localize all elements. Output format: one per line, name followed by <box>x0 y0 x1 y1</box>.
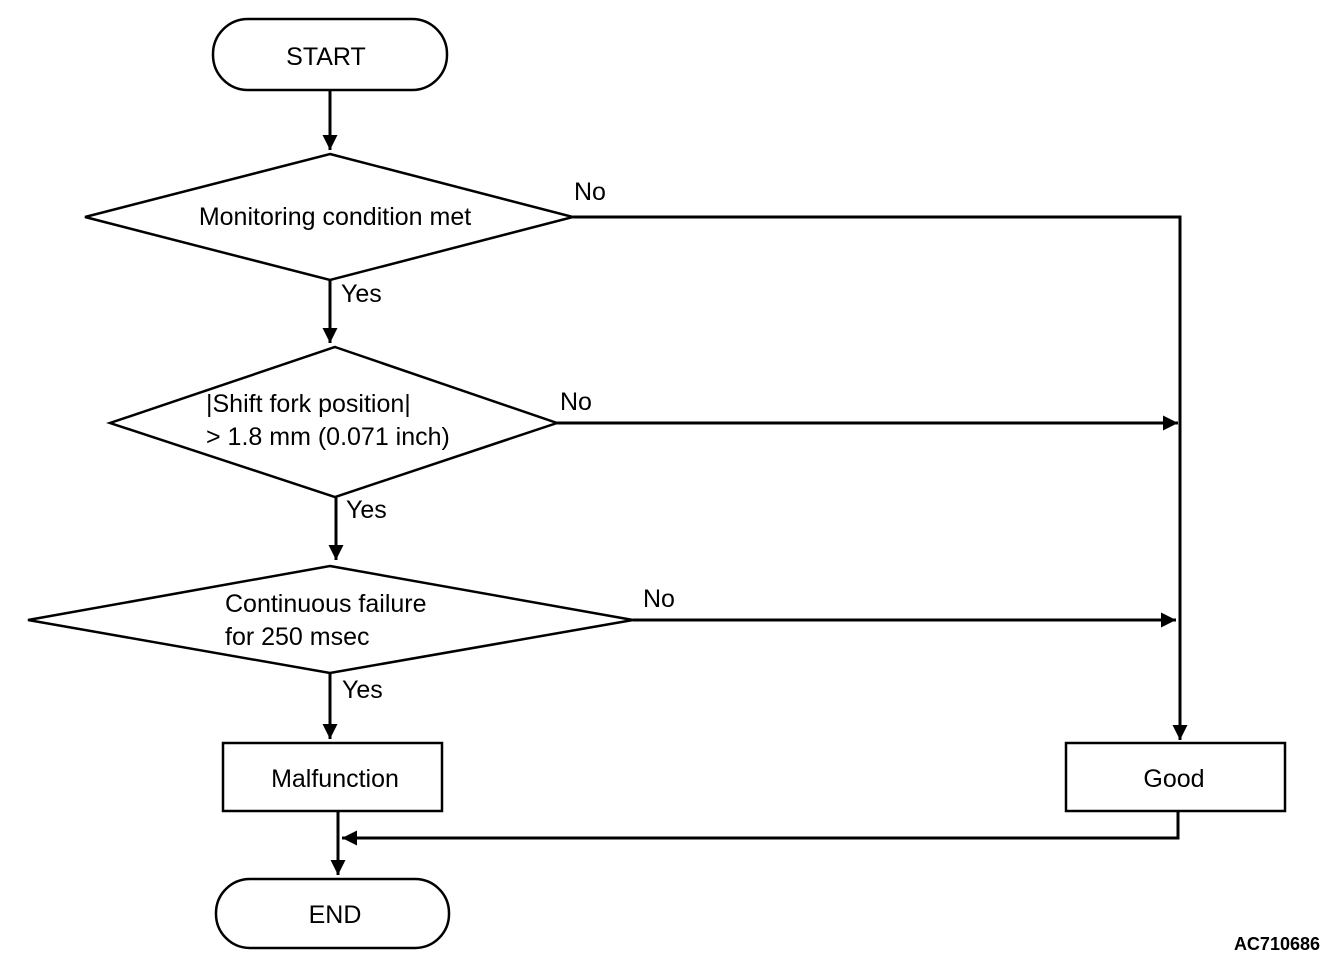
decision1-yes-label: Yes <box>341 280 382 308</box>
decision1-label: Monitoring condition met <box>199 203 471 231</box>
end-label: END <box>309 901 362 929</box>
figure-code: AC710686 <box>1234 934 1320 954</box>
decision3-no-label: No <box>643 585 675 613</box>
decision1-no-label: No <box>574 178 606 206</box>
decision3-label-line1: Continuous failure <box>225 590 427 618</box>
decision2-label-line1: |Shift fork position| <box>206 390 411 418</box>
arrow-good-to-merge <box>342 811 1180 846</box>
decision2-yes-label: Yes <box>346 496 387 524</box>
start-label: START <box>286 43 366 71</box>
decision3-yes-label: Yes <box>342 676 383 704</box>
decision-shift-fork-position <box>106 345 561 499</box>
malfunction-box <box>221 741 444 813</box>
good-box <box>1064 741 1287 813</box>
decision-continuous-failure <box>27 564 634 675</box>
arrow-decision1-no <box>573 215 1188 740</box>
decision2-no-label: No <box>560 388 592 416</box>
good-label: Good <box>1143 765 1204 793</box>
malfunction-label: Malfunction <box>271 765 399 793</box>
end-terminal <box>214 877 451 950</box>
decision2-label-line2: > 1.8 mm (0.071 inch) <box>206 423 450 451</box>
decision3-label-line2: for 250 msec <box>225 623 370 651</box>
